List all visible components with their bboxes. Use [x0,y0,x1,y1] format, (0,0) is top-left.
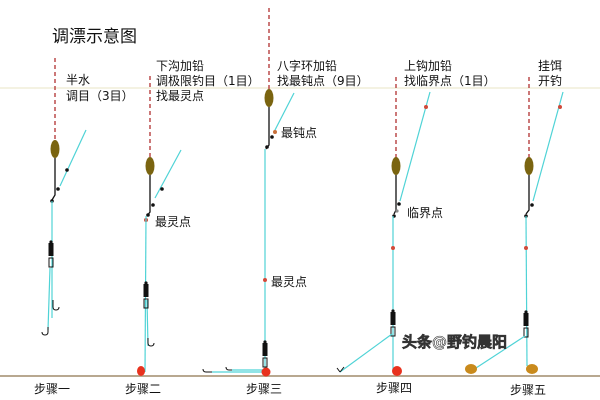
step-note: 挂饵 [538,59,562,73]
step-note: 找临界点（1目） [404,74,496,88]
lead-touching-bottom-icon [137,366,145,376]
point-label: 临界点 [407,206,443,220]
point-label: 最钝点 [281,126,317,140]
step-note: 调极限钓目（1目） [156,74,260,88]
step-note: 找最钝点（9目） [277,74,369,88]
step-1: 半水 调目（3目） 步骤一 [34,58,134,396]
step-note: 调目（3目） [66,89,134,103]
step-label: 步骤四 [376,381,412,395]
lead-touching-bottom-icon [261,367,271,377]
sensitive-point-marker [263,278,267,282]
diagram-title: 调漂示意图 [52,27,137,47]
step-note: 下沟加铅 [156,59,204,73]
lead-touching-bottom-icon [392,366,402,376]
step-3: 最钝点 最灵点 八字环加铅 找最钝点（9目） 步骤三 [202,8,369,396]
step-note: 八字环加铅 [277,58,337,73]
hook-icon [202,368,212,373]
float-tail-reflection [59,129,87,187]
step-2: 最灵点 下沟加铅 调极限钓目（1目） 找最灵点 步骤二 [125,59,260,396]
step-4: 临界点 上钩加铅 找临界点（1目） 步骤四 [336,59,496,395]
step-label: 步骤三 [246,382,282,396]
critical-point-marker [395,209,399,213]
hook-icon [225,366,232,371]
step-label: 步骤五 [510,383,546,397]
step-label: 步骤二 [125,382,161,396]
float-icon [264,89,274,107]
point-label: 最灵点 [271,275,307,289]
point-label: 最灵点 [155,215,191,229]
step-note: 半水 [66,73,90,87]
step-5: 挂饵 开钓 步骤五 [465,59,564,397]
step-note: 找最灵点 [156,89,204,103]
bait-icon [465,364,477,374]
hook-icon [336,366,345,373]
step-note: 开钓 [538,74,562,88]
float-icon [145,157,155,175]
hook-icon [41,327,49,336]
step-note: 上钩加铅 [404,59,452,73]
float-icon [50,140,60,158]
watermark: 头条@野钓晨阳 [402,333,507,351]
dull-point-marker [273,130,277,134]
bait-icon [526,364,538,374]
hook-icon [147,338,155,347]
step-label: 步骤一 [34,382,70,396]
hook-icon [52,300,60,311]
main-line [51,158,56,201]
float-icon [391,157,401,175]
lead-sinker-icon [523,309,529,338]
float-icon [524,157,534,175]
lead-sinker-icon [48,239,54,268]
